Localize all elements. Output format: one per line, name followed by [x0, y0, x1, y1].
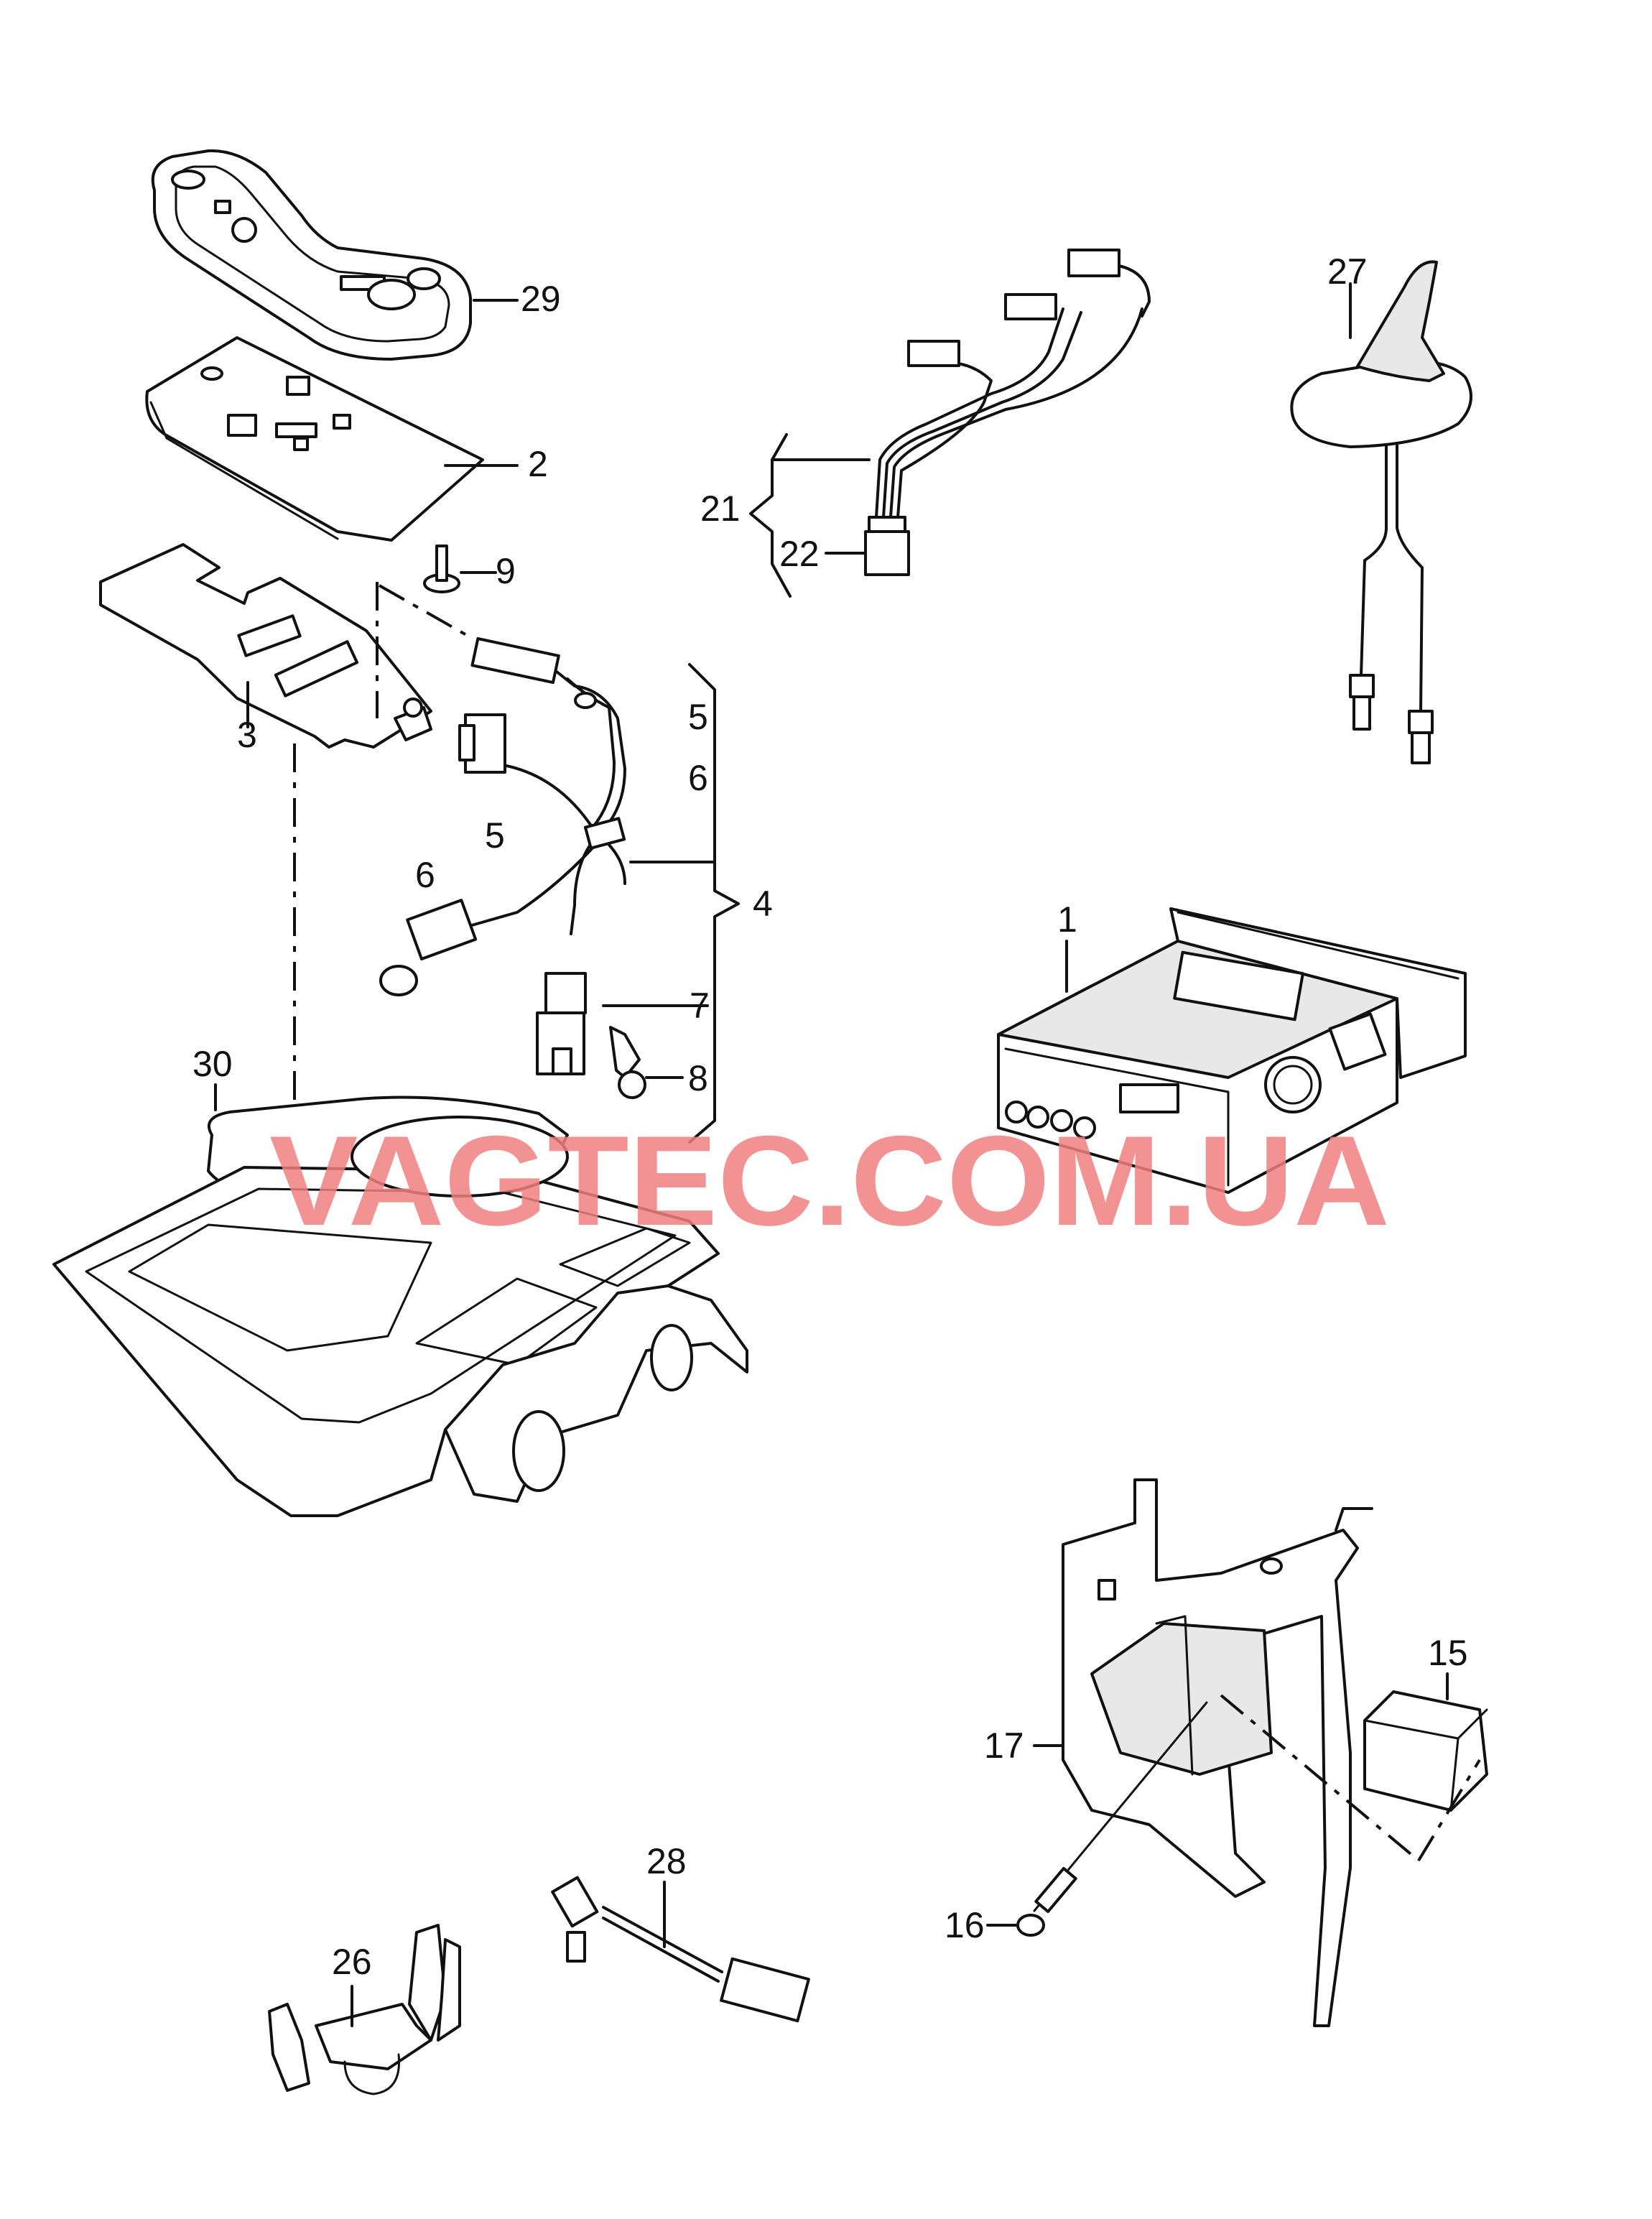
label-6: 6: [415, 855, 435, 895]
label-28: 28: [646, 1841, 687, 1881]
label-26: 26: [332, 1942, 372, 1982]
watermark: VAGTEC.COM.UA: [269, 1109, 1390, 1252]
part-3-circuit-board: [99, 543, 432, 749]
label-3: 3: [237, 715, 257, 755]
label-4: 4: [753, 884, 773, 924]
label-6-bracket: 6: [688, 758, 708, 798]
label-8: 8: [688, 1058, 708, 1098]
callout-labels: 29 2 9 3 5 6 5 4 6 7 8 30 21 22 27 1 15 …: [192, 251, 1468, 1982]
label-5: 5: [485, 815, 505, 856]
part-29-cradle-cover: [151, 149, 519, 361]
part-27-antenna: [1290, 260, 1472, 764]
label-27: 27: [1327, 251, 1368, 292]
part-26-holder-clip: [268, 1924, 461, 2095]
label-2: 2: [528, 444, 548, 484]
part-28-antenna-cable: [551, 1876, 810, 2023]
label-21: 21: [700, 488, 741, 529]
label-16: 16: [945, 1905, 985, 1945]
part-4-wiring-harness: [379, 637, 740, 1144]
label-5-bracket: 5: [688, 697, 708, 737]
part-1-radio-unit: [997, 907, 1467, 1194]
label-22: 22: [779, 534, 820, 574]
part-16-bolt: [986, 1701, 1208, 1937]
label-9: 9: [496, 551, 516, 591]
label-29: 29: [521, 279, 561, 319]
label-7: 7: [690, 986, 710, 1026]
label-15: 15: [1428, 1633, 1468, 1673]
part-21-harness: [749, 249, 1151, 598]
part-17-mounting-bracket: [1033, 1478, 1373, 2027]
part-30-center-console: [52, 1083, 748, 1517]
part-2-cradle-base: [145, 336, 519, 542]
part-15-control-module: [1363, 1672, 1488, 1812]
label-30: 30: [192, 1044, 233, 1084]
part-9-screw: [423, 545, 497, 593]
label-17: 17: [984, 1725, 1024, 1766]
label-1: 1: [1057, 899, 1077, 940]
